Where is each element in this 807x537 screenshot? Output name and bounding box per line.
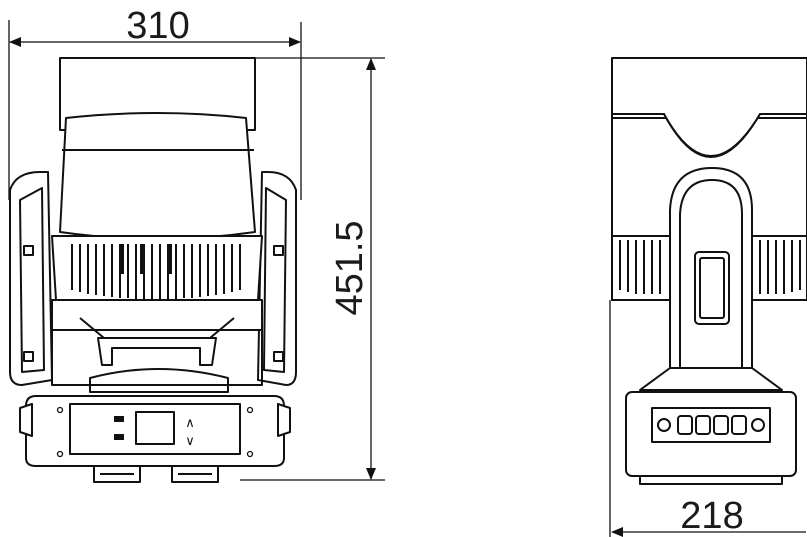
base-handle-left xyxy=(19,403,33,437)
yoke-left-screw-bottom xyxy=(23,351,34,362)
yoke-lower xyxy=(51,330,263,386)
yoke-right-screw-bottom xyxy=(273,351,284,362)
side-fin-lines xyxy=(619,240,801,294)
pan-collar xyxy=(89,368,229,393)
yoke-arm-left-inner xyxy=(19,187,45,373)
base-screw-br xyxy=(246,450,254,458)
side-base-foot xyxy=(639,475,783,485)
side-connector-panel xyxy=(651,407,771,443)
front-view: 310 451.5 xyxy=(8,5,385,483)
lcd-display xyxy=(135,411,175,445)
head-lower-band xyxy=(51,299,263,331)
down-arrow-icon: ∨ xyxy=(185,433,195,448)
side-view: 218 xyxy=(609,57,807,537)
side-connectors xyxy=(657,415,765,435)
base-handle-right xyxy=(277,403,291,437)
fin-dark-2 xyxy=(140,244,144,274)
base-screw-tl xyxy=(56,406,64,414)
side-yoke-arm-inner xyxy=(679,179,743,373)
heat-sink-fins xyxy=(71,244,241,299)
panel-button-bottom xyxy=(114,434,124,440)
head-body xyxy=(59,112,256,240)
yoke-bridge xyxy=(97,337,217,366)
up-arrow-icon: ∧ xyxy=(185,415,195,430)
fin-dark-1 xyxy=(120,244,124,274)
width-dimension-label: 310 xyxy=(126,5,189,47)
fin-dark-3 xyxy=(168,244,172,274)
height-dimension-label: 451.5 xyxy=(329,220,371,315)
yoke-arm-right-inner xyxy=(263,187,287,373)
base-screw-bl xyxy=(56,450,64,458)
yoke-right-screw-top xyxy=(273,245,284,256)
side-head-notch-curve xyxy=(612,113,807,157)
side-yoke-flare xyxy=(639,367,783,391)
side-yoke-window-inner xyxy=(699,257,725,319)
side-fins-right xyxy=(749,235,807,301)
panel-button-top xyxy=(114,416,124,422)
head-top-cap xyxy=(59,57,256,131)
heat-sink xyxy=(51,235,263,308)
side-width-dimension-label: 218 xyxy=(680,495,743,537)
yoke-left-screw-top xyxy=(23,245,34,256)
base-screw-tr xyxy=(246,406,254,414)
side-yoke-window xyxy=(694,251,730,325)
